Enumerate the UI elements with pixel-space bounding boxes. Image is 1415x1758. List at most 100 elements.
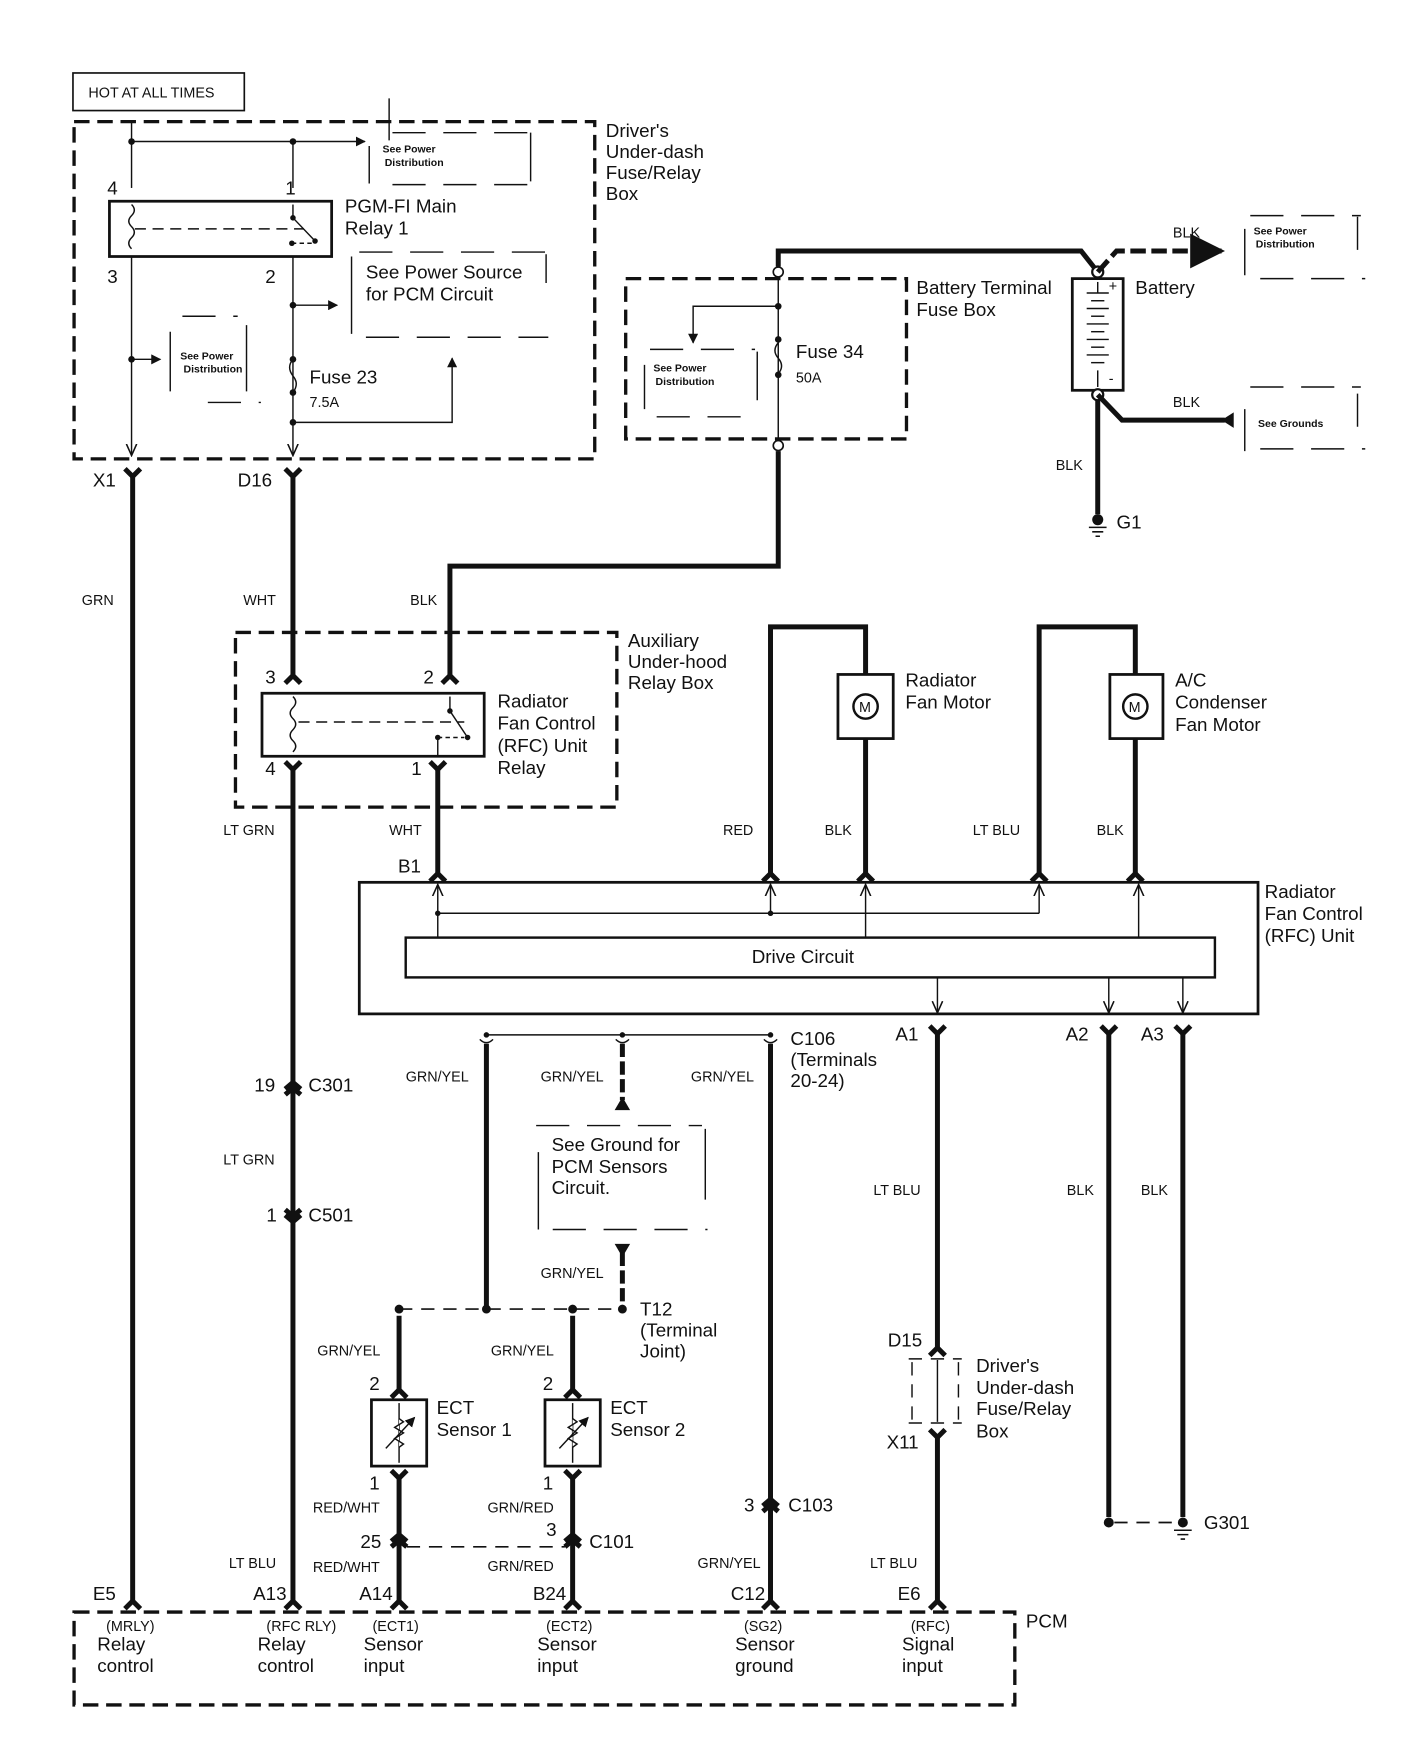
svg-text:G301: G301 bbox=[1204, 1512, 1250, 1533]
svg-text:Fan Motor: Fan Motor bbox=[905, 692, 991, 713]
svg-text:Fuse/Relay: Fuse/Relay bbox=[606, 162, 702, 183]
svg-text:Radiator: Radiator bbox=[497, 691, 568, 712]
pcm-module: PCM bbox=[72, 1610, 1068, 1707]
svg-text:Driver's: Driver's bbox=[606, 120, 669, 141]
hot-at-all-times-label: HOT AT ALL TIMES bbox=[72, 72, 246, 112]
pcm-pin-label: E6 bbox=[898, 1583, 921, 1604]
wire-color-c106-mid: GRN/YEL bbox=[541, 1069, 604, 1085]
pcm-pin-function: Sensor bbox=[364, 1634, 424, 1655]
wire-color-a3: BLK bbox=[1141, 1183, 1169, 1199]
svg-text:Distribution: Distribution bbox=[656, 376, 715, 388]
relay-output-wiring bbox=[128, 256, 458, 456]
wire-color-batt-bottom: BLK bbox=[1173, 395, 1201, 411]
svg-text:Circuit.: Circuit. bbox=[552, 1177, 610, 1198]
svg-text:See Power: See Power bbox=[382, 144, 435, 156]
pcm-pin-function: Signal bbox=[902, 1634, 954, 1655]
svg-text:B1: B1 bbox=[398, 855, 421, 876]
ground-g1: G1 bbox=[1088, 512, 1142, 538]
svg-text:Under-dash: Under-dash bbox=[976, 1377, 1074, 1398]
svg-text:Condenser: Condenser bbox=[1175, 692, 1267, 713]
ac-condenser-fan-motor: M A/C Condenser Fan Motor bbox=[1108, 670, 1267, 740]
pcm-pin-code: (ECT1) bbox=[373, 1619, 419, 1635]
svg-text:A1: A1 bbox=[895, 1023, 918, 1044]
connector-c101: 25 3 C101 bbox=[360, 1519, 634, 1552]
wire-color-b24: GRN/RED bbox=[488, 1559, 554, 1575]
pcm-pin-function: ground bbox=[735, 1655, 793, 1676]
pcm-pin-function: input bbox=[902, 1655, 944, 1676]
svg-text:Auxiliary: Auxiliary bbox=[628, 630, 700, 651]
svg-text:C101: C101 bbox=[589, 1531, 634, 1552]
t12-terminal-joint: T12 (Terminal Joint) bbox=[394, 1299, 717, 1362]
svg-text:Sensor 1: Sensor 1 bbox=[437, 1419, 512, 1440]
svg-text:See Power: See Power bbox=[1254, 225, 1307, 237]
pcm-pin-function: control bbox=[258, 1655, 314, 1676]
pcm-pin-function: Relay bbox=[97, 1634, 146, 1655]
svg-text:Battery: Battery bbox=[1135, 277, 1195, 298]
svg-text:for PCM Circuit: for PCM Circuit bbox=[366, 284, 494, 305]
svg-text:C106: C106 bbox=[790, 1028, 835, 1049]
wire-color-wht: WHT bbox=[243, 593, 276, 609]
svg-text:See Grounds: See Grounds bbox=[1258, 418, 1324, 430]
see-ground-pcm-sensors: See Ground for PCM Sensors Circuit. bbox=[536, 1124, 708, 1231]
svg-text:Radiator: Radiator bbox=[905, 670, 976, 691]
pcm-pin-code: (RFC RLY) bbox=[266, 1619, 336, 1635]
pcm-pin-label: A14 bbox=[359, 1583, 392, 1604]
see-power-distribution-4: See Power Distribution bbox=[1244, 214, 1366, 280]
svg-text:M: M bbox=[859, 700, 871, 716]
battery-terminal-fuse-box: Battery Terminal Fuse Box Fuse 34 50A bbox=[624, 266, 1052, 452]
connector-pin-icon bbox=[389, 1597, 409, 1611]
wire-radiator-fan-loop bbox=[768, 624, 869, 874]
svg-text:See Power: See Power bbox=[653, 363, 706, 375]
svg-text:ECT: ECT bbox=[437, 1397, 475, 1418]
svg-text:Fuse 23: Fuse 23 bbox=[310, 367, 378, 388]
svg-text:3: 3 bbox=[107, 266, 117, 287]
under-dash-fuse-relay-box-2: D15 Driver's Under-dash Fuse/Relay Box X… bbox=[887, 1330, 1075, 1453]
wire-color-e6: LT BLU bbox=[870, 1556, 917, 1572]
pcm-pin-label: A13 bbox=[253, 1583, 286, 1604]
wire-battery-feed bbox=[775, 248, 1100, 274]
pcm-pin-label: B24 bbox=[533, 1583, 566, 1604]
pcm-pin-function: control bbox=[97, 1655, 153, 1676]
ground-arrow-icon bbox=[1221, 412, 1234, 428]
under-dash-internal-wiring: 4 1 bbox=[107, 121, 366, 199]
svg-text:20-24): 20-24) bbox=[790, 1070, 844, 1091]
wire-battery-out-top bbox=[1095, 233, 1226, 274]
svg-text:2: 2 bbox=[423, 666, 433, 687]
pcm-pin-code: (SG2) bbox=[744, 1619, 782, 1635]
svg-text:HOT AT ALL TIMES: HOT AT ALL TIMES bbox=[88, 85, 214, 101]
connector-c301: 19 C301 bbox=[254, 1074, 353, 1097]
see-power-distribution-2: See Power Distribution bbox=[169, 315, 261, 404]
svg-text:PGM-FI Main: PGM-FI Main bbox=[345, 195, 457, 216]
wire-color-red: RED bbox=[723, 823, 753, 839]
ect-sensor-1: 2 ECT Sensor 1 1 bbox=[369, 1373, 512, 1494]
svg-text:D15: D15 bbox=[888, 1330, 922, 1351]
see-power-distribution-3: See Power Distribution bbox=[643, 348, 758, 418]
c106-ground-bus: C106 (Terminals 20-24) bbox=[479, 1028, 877, 1091]
svg-text:(RFC) Unit: (RFC) Unit bbox=[497, 735, 587, 756]
pcm-pin-code: (RFC) bbox=[911, 1619, 950, 1635]
ect-sensor-2: 2 ECT Sensor 2 1 bbox=[543, 1373, 686, 1494]
svg-text:Fan Control: Fan Control bbox=[1265, 903, 1363, 924]
svg-text:A3: A3 bbox=[1141, 1023, 1164, 1044]
svg-text:ECT: ECT bbox=[610, 1397, 648, 1418]
pcm-pin-code: (ECT2) bbox=[546, 1619, 592, 1635]
svg-text:(Terminals: (Terminals bbox=[790, 1049, 877, 1070]
battery: + - Battery bbox=[1070, 265, 1195, 402]
svg-text:A2: A2 bbox=[1066, 1023, 1089, 1044]
svg-text:Sensor 2: Sensor 2 bbox=[610, 1419, 685, 1440]
svg-text:See Power: See Power bbox=[180, 350, 233, 362]
svg-text:25: 25 bbox=[360, 1531, 381, 1552]
wire-color-c12: GRN/YEL bbox=[698, 1556, 761, 1572]
svg-text:Fan Control: Fan Control bbox=[497, 713, 595, 734]
svg-text:Drive Circuit: Drive Circuit bbox=[752, 946, 855, 967]
svg-text:+: + bbox=[1109, 279, 1117, 295]
svg-text:4: 4 bbox=[265, 758, 275, 779]
svg-text:3: 3 bbox=[546, 1519, 556, 1540]
wire-color-a1: LT BLU bbox=[873, 1183, 920, 1199]
svg-text:Box: Box bbox=[976, 1420, 1009, 1441]
svg-text:D16: D16 bbox=[238, 469, 272, 490]
